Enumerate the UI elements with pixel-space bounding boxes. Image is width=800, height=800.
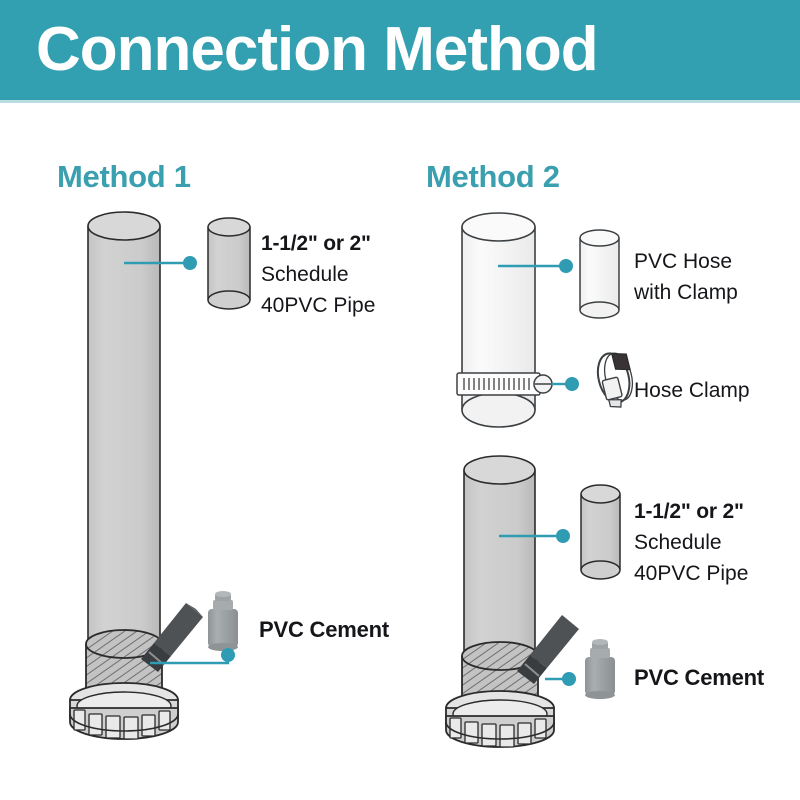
method-2-hose bbox=[461, 212, 536, 428]
method-1-pipe-icon bbox=[207, 217, 251, 310]
callout-line: with Clamp bbox=[634, 281, 738, 304]
callout-line: 40PVC Pipe bbox=[261, 294, 376, 317]
method-2-cement-leader bbox=[545, 672, 576, 686]
method-2-pipe-leader bbox=[499, 529, 570, 543]
method-2-clamp-on-hose bbox=[456, 372, 553, 396]
method-2-main-pipe bbox=[463, 455, 536, 662]
method-2-pipe-icon bbox=[580, 484, 621, 580]
method-1-pipe-leader bbox=[124, 256, 197, 270]
callout-line: Schedule bbox=[261, 263, 349, 286]
callout-line: Schedule bbox=[634, 531, 722, 554]
method-2-clamp-leader bbox=[552, 377, 579, 391]
page-title: Connection Method bbox=[36, 15, 599, 84]
header-underline bbox=[0, 100, 800, 103]
method-1-heading: Method 1 bbox=[57, 159, 191, 194]
method-1-collar-nut bbox=[69, 682, 179, 740]
method-2-illustration bbox=[445, 212, 634, 748]
callout-line: 1-1/2" or 2" bbox=[634, 500, 744, 523]
method-2-hose-clamp-icon bbox=[596, 352, 634, 408]
method-1-cement-bottle-icon bbox=[208, 591, 238, 651]
method-1-cement-brush bbox=[141, 603, 203, 672]
method-2-heading: Method 2 bbox=[426, 159, 560, 194]
callout-line: PVC Cement bbox=[634, 665, 765, 690]
method-2-hose-leader bbox=[498, 259, 573, 273]
callout-line: PVC Cement bbox=[259, 617, 390, 642]
callout-method-1-pipe: 1-1/2" or 2" Schedule 40PVC Pipe bbox=[261, 228, 375, 321]
header-banner bbox=[0, 0, 800, 100]
callout-method-2-pipe: 1-1/2" or 2" Schedule 40PVC Pipe bbox=[634, 496, 748, 589]
callout-line: Hose Clamp bbox=[634, 379, 750, 402]
method-2-cement-brush bbox=[517, 615, 579, 684]
callout-line: 40PVC Pipe bbox=[634, 562, 749, 585]
callout-method-2-hose: PVC Hose with Clamp bbox=[634, 246, 738, 308]
method-2-cement-bottle-icon bbox=[585, 639, 615, 699]
method-2-hose-icon bbox=[579, 229, 620, 319]
method-2-collar-nut bbox=[445, 690, 555, 748]
method-1-cement-leader bbox=[150, 648, 235, 665]
callout-method-2-clamp: Hose Clamp bbox=[634, 375, 750, 406]
method-1-main-pipe bbox=[87, 211, 161, 650]
callout-method-2-cement: PVC Cement bbox=[634, 662, 764, 693]
callout-method-1-cement: PVC Cement bbox=[259, 614, 389, 645]
callout-line: 1-1/2" or 2" bbox=[261, 232, 371, 255]
method-1-illustration bbox=[69, 211, 251, 740]
callout-line: PVC Hose bbox=[634, 250, 733, 273]
